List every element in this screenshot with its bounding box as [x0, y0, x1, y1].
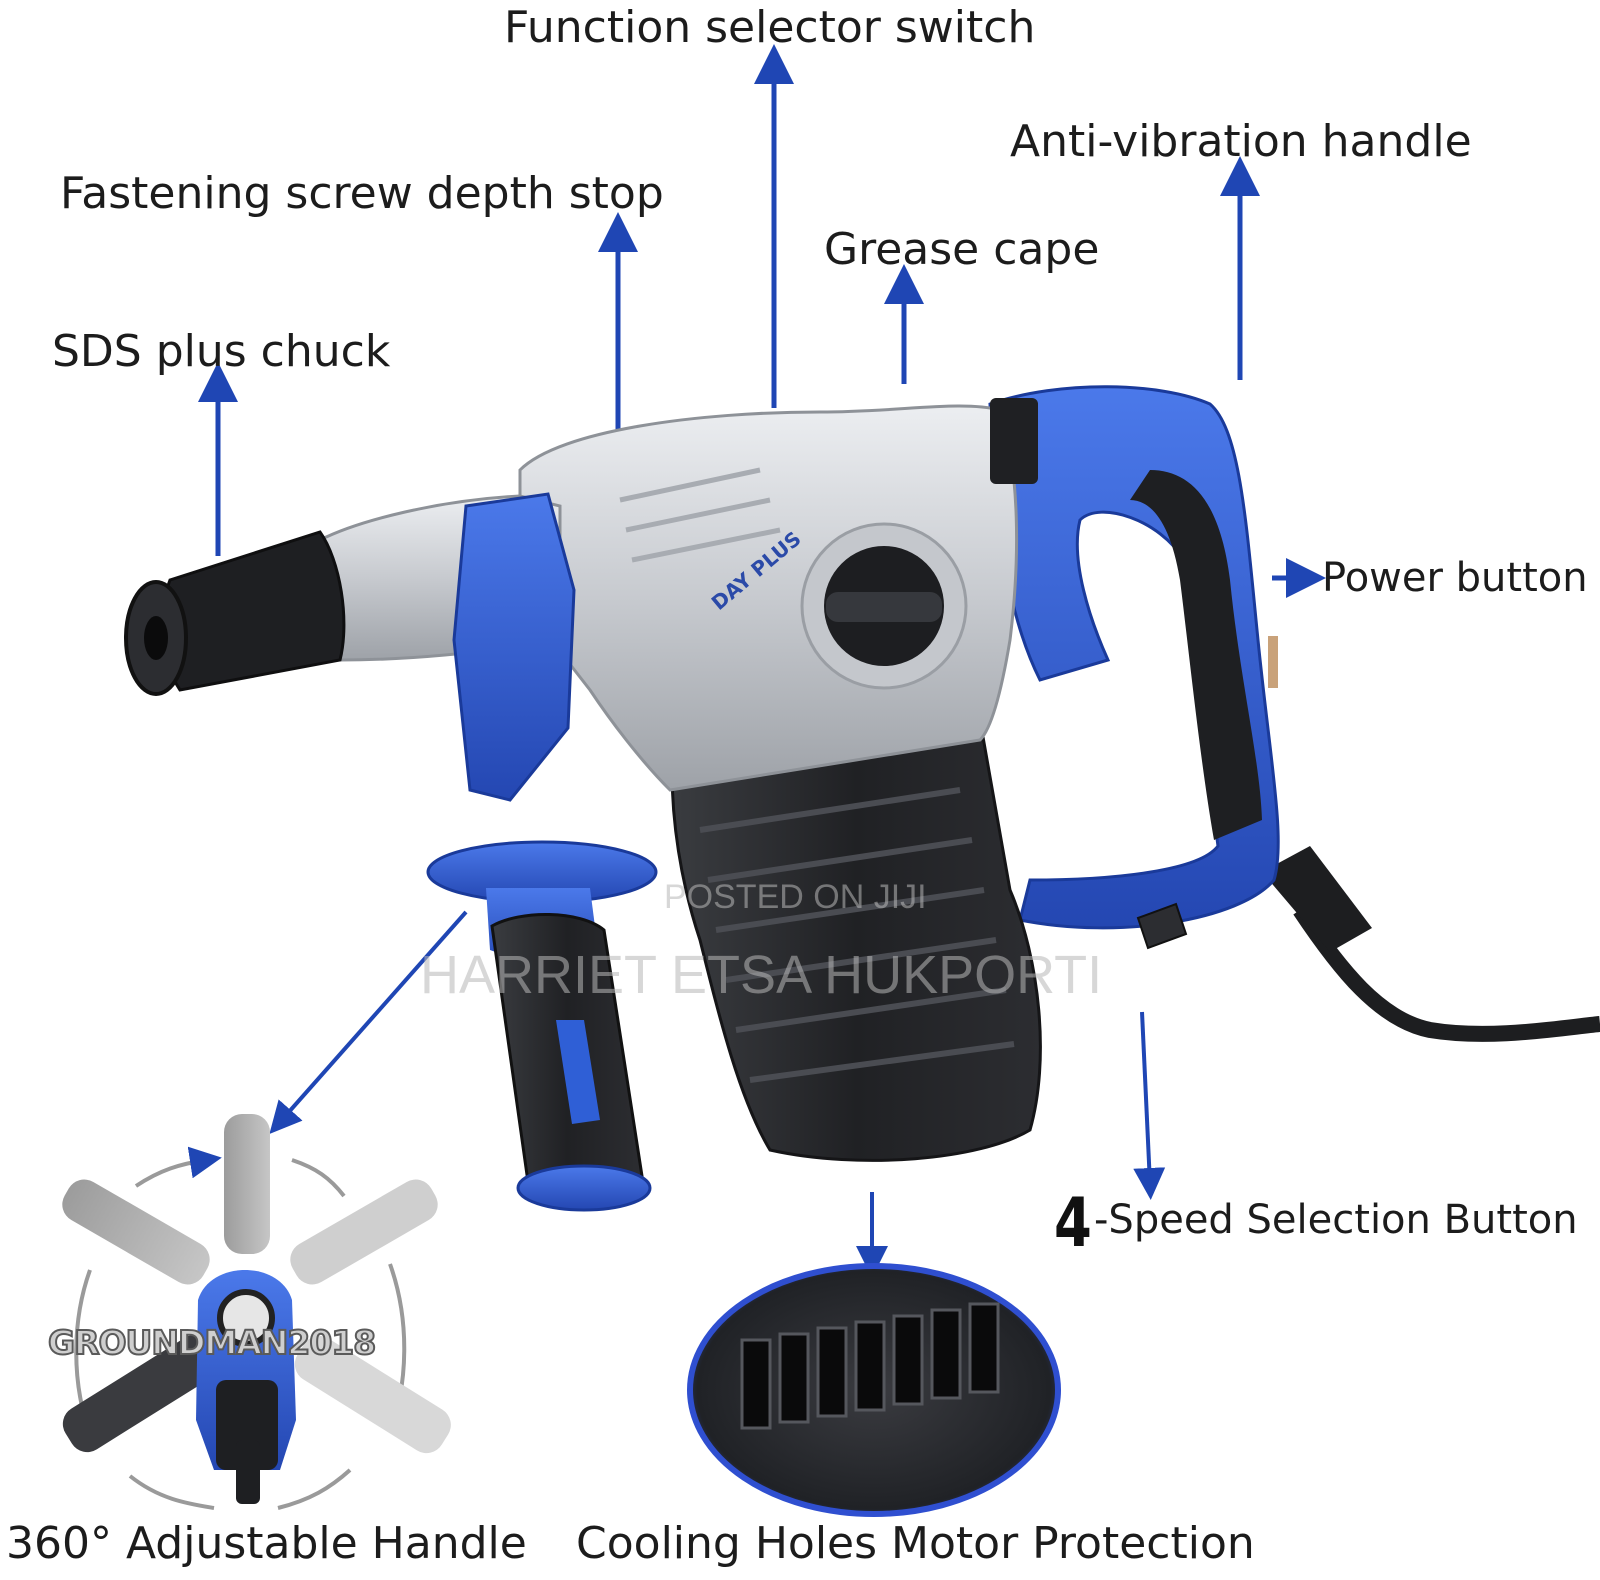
- watermark-posted: POSTED ON JIJI: [664, 878, 927, 916]
- side-handle[interactable]: [426, 840, 658, 1212]
- cooling-hole: [968, 1302, 1000, 1394]
- label-power-button: Power button: [1322, 555, 1588, 601]
- cord-strain-relief: [1262, 846, 1372, 952]
- hammer-drill: [124, 385, 1600, 1212]
- speed-number: 4: [1054, 1184, 1092, 1263]
- label-anti-vibration: Anti-vibration handle: [1010, 116, 1472, 167]
- handle-pos-downright: [294, 1335, 451, 1454]
- housing-ribs: [619, 467, 781, 563]
- handle-pos-upright: [290, 1179, 438, 1285]
- power-cord: [1293, 905, 1600, 1042]
- label-cooling-holes: Cooling Holes Motor Protection: [576, 1518, 1255, 1569]
- rear-handle-grip: [1130, 470, 1262, 840]
- label-sds-chuck: SDS plus chuck: [52, 326, 391, 377]
- cooling-holes-inset: [687, 1263, 1061, 1517]
- arrows: [198, 44, 1326, 1278]
- gear-case-collar: [990, 398, 1038, 484]
- speed-selection-button[interactable]: [1136, 902, 1188, 950]
- handle-rotation-inset: [62, 1114, 451, 1510]
- arrow-speed-selection: [1133, 1011, 1166, 1200]
- sds-chuck[interactable]: [161, 530, 346, 692]
- cooling-hole: [816, 1326, 848, 1418]
- cooling-hole: [930, 1308, 962, 1400]
- power-switch[interactable]: [1268, 636, 1278, 688]
- handle-pos-upleft: [62, 1179, 210, 1285]
- cooling-hole: [740, 1338, 772, 1430]
- arrow-adjustable-handle: [269, 910, 468, 1134]
- watermark-seller: HARRIET ETSA HUKPORTI: [420, 945, 1103, 1005]
- cooling-hole: [854, 1320, 886, 1412]
- depth-stop-clamp[interactable]: [452, 492, 576, 802]
- handle-pos-downleft: [62, 1334, 219, 1453]
- cooling-holes: [740, 1302, 1000, 1430]
- housing-vents: [699, 787, 1015, 1083]
- selector-knob-grip: [826, 592, 942, 622]
- label-depth-stop: Fastening screw depth stop: [60, 168, 664, 219]
- label-function-selector: Function selector switch: [504, 2, 1036, 53]
- label-grease-cape: Grease cape: [824, 224, 1100, 275]
- watermark-groundman: GROUNDMAN2018: [47, 1323, 377, 1362]
- label-speed-selection: -Speed Selection Button: [1094, 1197, 1578, 1243]
- cooling-hole: [778, 1332, 810, 1424]
- cooling-hole: [892, 1314, 924, 1406]
- label-adjustable-handle: 360° Adjustable Handle: [6, 1518, 527, 1569]
- handle-pos-up: [224, 1114, 270, 1254]
